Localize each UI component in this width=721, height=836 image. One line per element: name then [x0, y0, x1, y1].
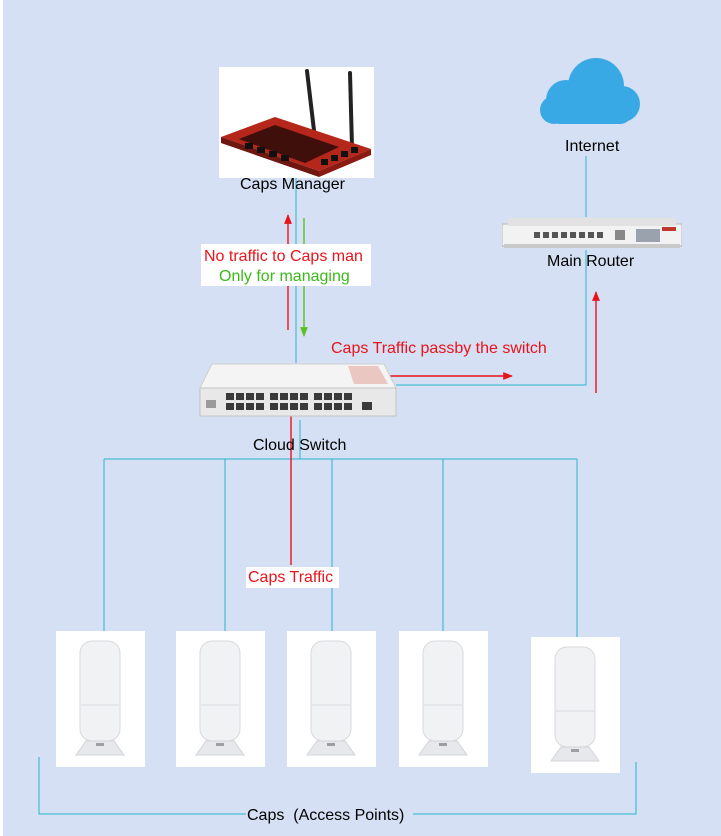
cloud-switch-label: Cloud Switch	[253, 437, 347, 454]
access-point-4	[399, 631, 488, 767]
management-note-box	[201, 244, 371, 286]
caps-group-bracket	[38, 757, 246, 815]
only-managing-note: Only for managing	[219, 268, 350, 285]
access-point-icon	[550, 646, 600, 762]
main-router-label: Main Router	[547, 253, 635, 270]
line-switch-router	[396, 250, 587, 386]
access-point-icon	[195, 640, 245, 756]
access-point-2	[176, 631, 265, 767]
access-point-5	[531, 637, 620, 773]
caps-access-points-label: Caps (Access Points)	[247, 807, 405, 824]
access-point-3	[287, 631, 376, 767]
caps-traffic-passby-note: Caps Traffic passby the switch	[331, 340, 547, 357]
caps-group-bracket-right	[413, 762, 637, 815]
access-point-icon	[418, 640, 468, 756]
cloud-icon	[540, 58, 640, 124]
access-point-icon	[75, 640, 125, 756]
caps-traffic-box	[246, 567, 339, 588]
switch-icon	[199, 363, 397, 417]
access-point-1	[56, 631, 145, 767]
caps-manager-device	[219, 67, 374, 178]
caps-traffic-note: Caps Traffic	[248, 569, 334, 586]
caps-manager-label: Caps Manager	[240, 176, 345, 193]
access-point-icon	[306, 640, 356, 756]
main-router-device	[502, 218, 682, 248]
no-traffic-note: No traffic to Caps man	[204, 248, 363, 265]
internet-label: Internet	[565, 138, 620, 155]
router-icon	[221, 69, 371, 177]
